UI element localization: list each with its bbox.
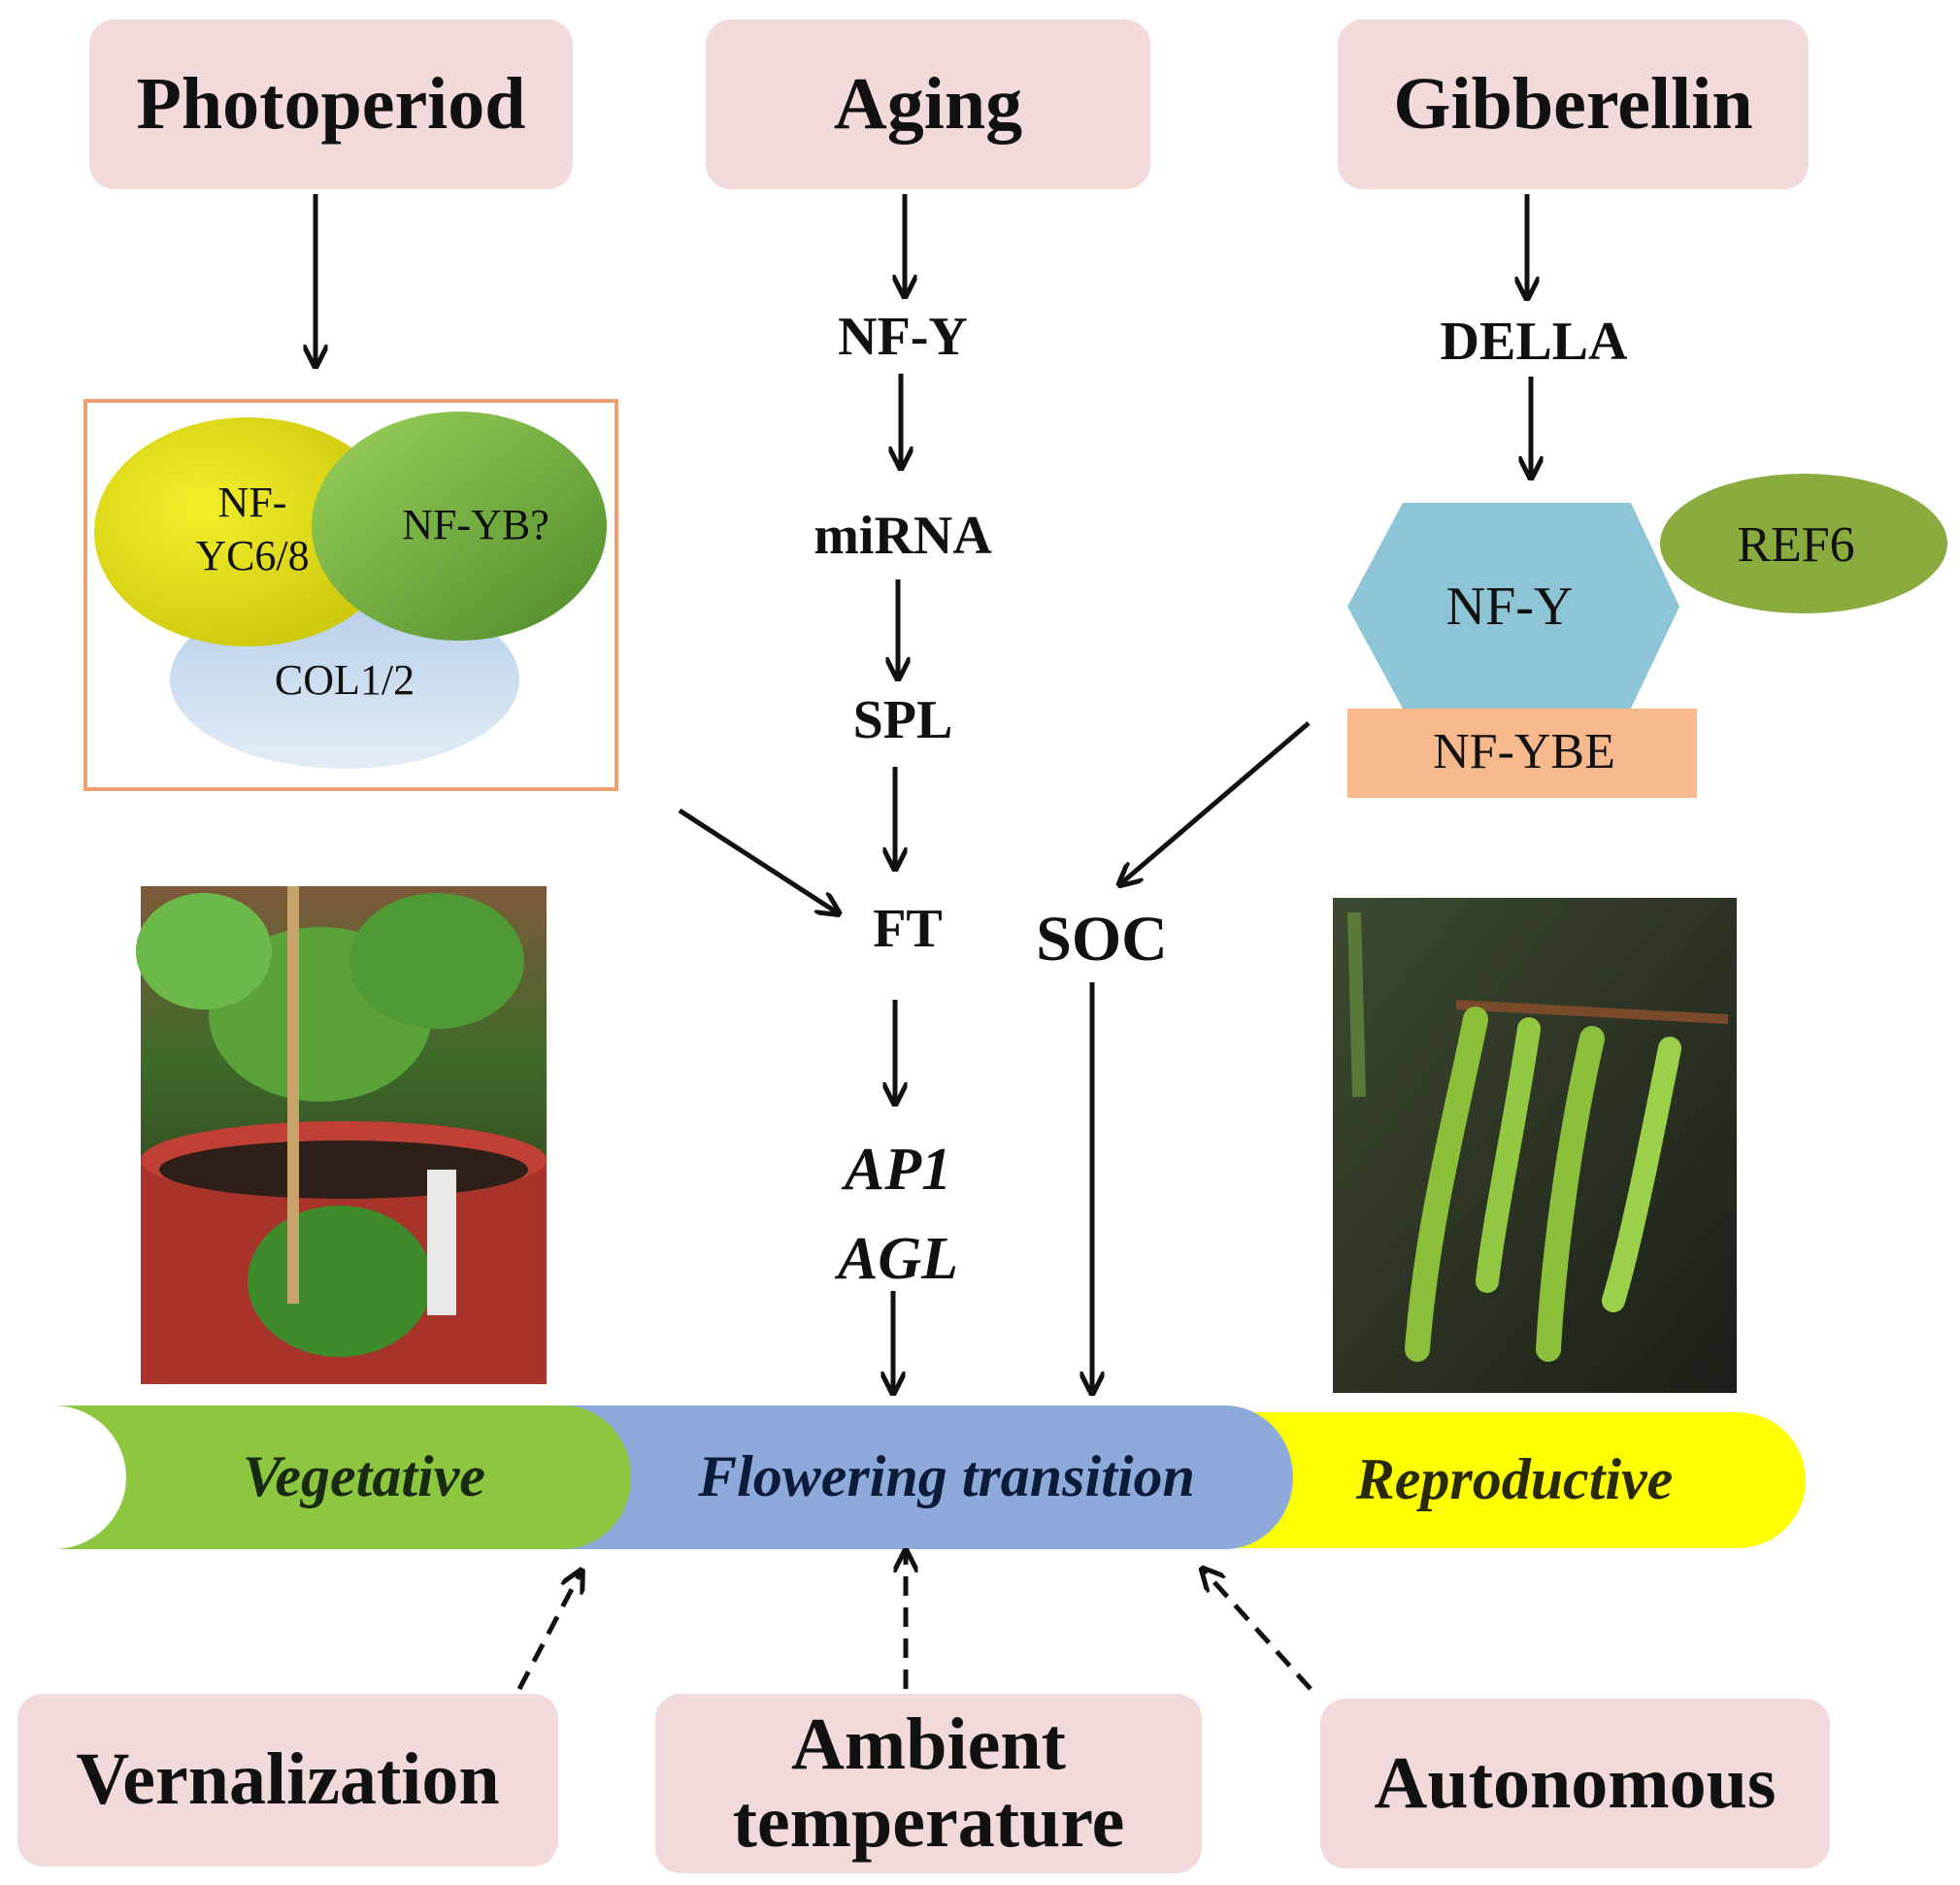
flowering-transition-label: Flowering transition bbox=[698, 1444, 1195, 1508]
nf-ybe-label: NF-YBE bbox=[1433, 724, 1615, 779]
arrow-complex-to-ft bbox=[678, 808, 837, 912]
transition-segment bbox=[544, 1405, 1293, 1549]
ft-label: FT bbox=[873, 899, 943, 959]
reproductive-label: Reproductive bbox=[1355, 1447, 1674, 1511]
soc-label: SOC bbox=[1036, 904, 1168, 975]
arrow-vernalization bbox=[516, 1572, 581, 1691]
nf-ybe-bar bbox=[1347, 709, 1697, 798]
arrows bbox=[316, 194, 1531, 1391]
photoperiod-box: Photoperiod bbox=[89, 19, 573, 189]
nf-y-hexagon bbox=[1347, 503, 1679, 709]
arrow-autonomous bbox=[1204, 1571, 1312, 1691]
autonomous-box: Autonomous bbox=[1320, 1699, 1830, 1868]
spl-label: SPL bbox=[852, 690, 953, 750]
autonomous-label: Autonomous bbox=[1374, 1741, 1777, 1824]
vegetative-plant-photo bbox=[136, 886, 547, 1384]
vernalization-box: Vernalization bbox=[17, 1694, 558, 1867]
ambient-temperature-line1: Ambient bbox=[791, 1703, 1066, 1785]
aging-nf-y-label: NF-Y bbox=[838, 307, 968, 367]
nf-yc-ellipse bbox=[94, 417, 401, 646]
photoperiod-complex bbox=[83, 399, 618, 791]
gibberellin-label: Gibberellin bbox=[1393, 62, 1753, 145]
vegetative-label: Vegetative bbox=[243, 1444, 485, 1508]
nf-yc-line1: NF- bbox=[217, 479, 287, 526]
agl-label: AGL bbox=[838, 1226, 958, 1292]
gibberellin-nf-y-label: NF-Y bbox=[1445, 577, 1574, 637]
mirna-label: miRNA bbox=[814, 506, 992, 566]
ambient-temperature-line2: temperature bbox=[732, 1780, 1125, 1863]
reproductive-segment bbox=[1146, 1412, 1806, 1548]
nf-yc-line2: YC6/8 bbox=[195, 532, 310, 579]
nf-yb-ellipse bbox=[312, 412, 607, 641]
della-label: DELLA bbox=[1440, 312, 1628, 372]
ref6-label: REF6 bbox=[1737, 517, 1855, 573]
phase-band bbox=[53, 1405, 1806, 1549]
arrow-nfy-to-soc bbox=[1121, 721, 1311, 883]
ambient-temperature-box: Ambient temperature bbox=[655, 1694, 1202, 1873]
aging-box: Aging bbox=[706, 19, 1150, 189]
ref6-ellipse bbox=[1660, 474, 1947, 613]
col-label: COL1/2 bbox=[274, 656, 415, 704]
aging-label: Aging bbox=[833, 62, 1023, 145]
dashed-arrows bbox=[516, 1553, 1312, 1691]
photoperiod-label: Photoperiod bbox=[136, 62, 526, 145]
gibberellin-complex bbox=[1347, 474, 1947, 798]
reproductive-catkin-photo bbox=[1333, 898, 1737, 1393]
nf-yb-label: NF-YB? bbox=[402, 501, 549, 548]
ap1-label: AP1 bbox=[844, 1137, 952, 1203]
vegetative-segment bbox=[53, 1405, 631, 1549]
gibberellin-box: Gibberellin bbox=[1338, 19, 1809, 189]
vernalization-label: Vernalization bbox=[76, 1738, 500, 1821]
nf-yc-label: NF- YC6/8 bbox=[155, 476, 349, 582]
